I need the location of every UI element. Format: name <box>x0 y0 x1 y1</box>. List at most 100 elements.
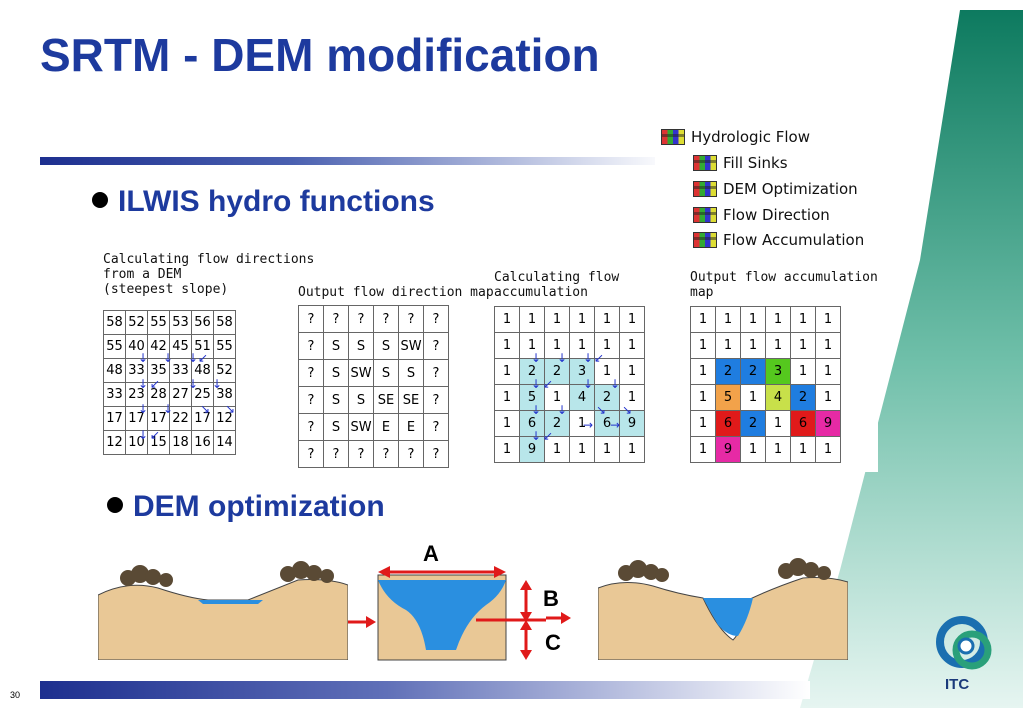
grid-cell: 2 <box>544 358 570 385</box>
grid-cell: 1 <box>690 384 716 411</box>
grid-cell: 1 <box>594 306 620 333</box>
caption-flow-direction: Output flow direction map <box>298 285 494 300</box>
grid-cell: 1 <box>619 436 645 463</box>
grid-cell: ? <box>298 359 324 387</box>
menu-item-fill-sinks[interactable]: Fill Sinks <box>693 154 788 172</box>
grid-cell: 48 <box>191 358 214 383</box>
menu-item-hydrologic-flow[interactable]: Hydrologic Flow <box>661 128 810 146</box>
grid-cell: 1 <box>594 436 620 463</box>
menu-item-flow-accumulation[interactable]: Flow Accumulation <box>693 231 864 249</box>
title-divider <box>40 157 670 165</box>
grid-cell: 55 <box>147 310 170 335</box>
decorative-band <box>800 10 1023 708</box>
grid-cell: 1 <box>815 436 841 463</box>
grid-cell: ? <box>298 386 324 414</box>
grid-cell: SE <box>398 386 424 414</box>
menu-item-label: Fill Sinks <box>723 154 788 172</box>
grid-cell: 9 <box>815 410 841 437</box>
grid-cell: 1 <box>790 436 816 463</box>
grid-cell: 17 <box>191 406 214 431</box>
grid-cell: E <box>373 413 399 441</box>
arrow-down-icon: ↓ <box>610 377 621 391</box>
arrow-southeast-icon: ↘ <box>622 403 633 417</box>
menu-item-dem-optimization[interactable]: DEM Optimization <box>693 180 858 198</box>
arrow-down-icon: ↓ <box>583 377 594 391</box>
grid-cell: 1 <box>740 436 766 463</box>
grid-cell: 2 <box>715 358 741 385</box>
raster-map-icon <box>661 129 685 145</box>
arrow-southwest-icon: ↙ <box>543 377 554 391</box>
arrow-southwest-icon: ↙ <box>150 428 161 442</box>
grid-cell: 1 <box>519 306 545 333</box>
grid-cell: 1 <box>619 306 645 333</box>
grid-cell: 1 <box>544 384 570 411</box>
raster-map-icon <box>693 181 717 197</box>
grid-cell: S <box>348 386 374 414</box>
grid-cell: 33 <box>169 358 192 383</box>
menu-item-flow-direction[interactable]: Flow Direction <box>693 206 830 224</box>
grid-cell: 4 <box>569 384 595 411</box>
grid-cell: 2 <box>740 410 766 437</box>
grid-cell: 1 <box>790 306 816 333</box>
grid-cell: 6 <box>519 410 545 437</box>
grid-cell: ? <box>298 305 324 333</box>
grid-cell: 1 <box>815 358 841 385</box>
grid-cell: 1 <box>690 358 716 385</box>
grid-cell: 52 <box>125 310 148 335</box>
grid-cell: SW <box>348 413 374 441</box>
menu-item-label: Flow Direction <box>723 206 830 224</box>
itc-logo <box>936 616 992 670</box>
arrow-southwest-icon: ↙ <box>150 377 161 391</box>
arrow-down-icon: ↓ <box>531 377 542 391</box>
grid-cell: S <box>323 386 349 414</box>
grid-cell: 55 <box>213 334 236 359</box>
grid-cell: 1 <box>765 436 791 463</box>
arrow-down-icon: ↓ <box>188 351 199 365</box>
grid-cell: ? <box>423 332 449 360</box>
grid-cell: 1 <box>690 410 716 437</box>
ilwis-menu-panel: Hydrologic Flow Fill Sinks DEM Optimizat… <box>655 120 898 257</box>
grid-cell: 1 <box>544 306 570 333</box>
grid-cell: 12 <box>103 430 126 455</box>
grid-cell: 1 <box>494 358 520 385</box>
arrow-southeast-icon: ↘ <box>225 402 236 416</box>
grid-cell: 1 <box>619 332 645 359</box>
grid-cell: ? <box>423 440 449 468</box>
itc-logo-text: ITC <box>945 676 970 693</box>
grid-cell: ? <box>323 440 349 468</box>
grid-cell: 58 <box>213 310 236 335</box>
grid-cell: 4 <box>765 384 791 411</box>
arrow-southwest-icon: ↙ <box>594 351 605 365</box>
arrow-down-icon: ↓ <box>188 377 199 391</box>
bullet-dem-optimization: DEM optimization <box>107 490 385 524</box>
grid-cell: 1 <box>619 384 645 411</box>
grid-cell: ? <box>423 413 449 441</box>
raster-map-icon <box>693 155 717 171</box>
grid-cell: ? <box>423 359 449 387</box>
grid-cell: 18 <box>169 430 192 455</box>
grid-cell: 5 <box>715 384 741 411</box>
label-a: A <box>423 541 439 566</box>
grid-cell: 33 <box>103 382 126 407</box>
grid-cell: 1 <box>569 306 595 333</box>
grid-cell: 1 <box>815 384 841 411</box>
grid-cell: 14 <box>213 430 236 455</box>
arrow-down-icon: ↓ <box>138 428 149 442</box>
grid-cell: ? <box>348 305 374 333</box>
grid-cell: 17 <box>125 406 148 431</box>
arrow-down-icon: ↓ <box>531 403 542 417</box>
grid-cell: S <box>398 359 424 387</box>
grid-cell: 1 <box>494 384 520 411</box>
grid-cell: E <box>398 413 424 441</box>
grid-cell: 1 <box>740 384 766 411</box>
grid-cell: 1 <box>765 410 791 437</box>
arrow-southwest-icon: ↙ <box>543 429 554 443</box>
